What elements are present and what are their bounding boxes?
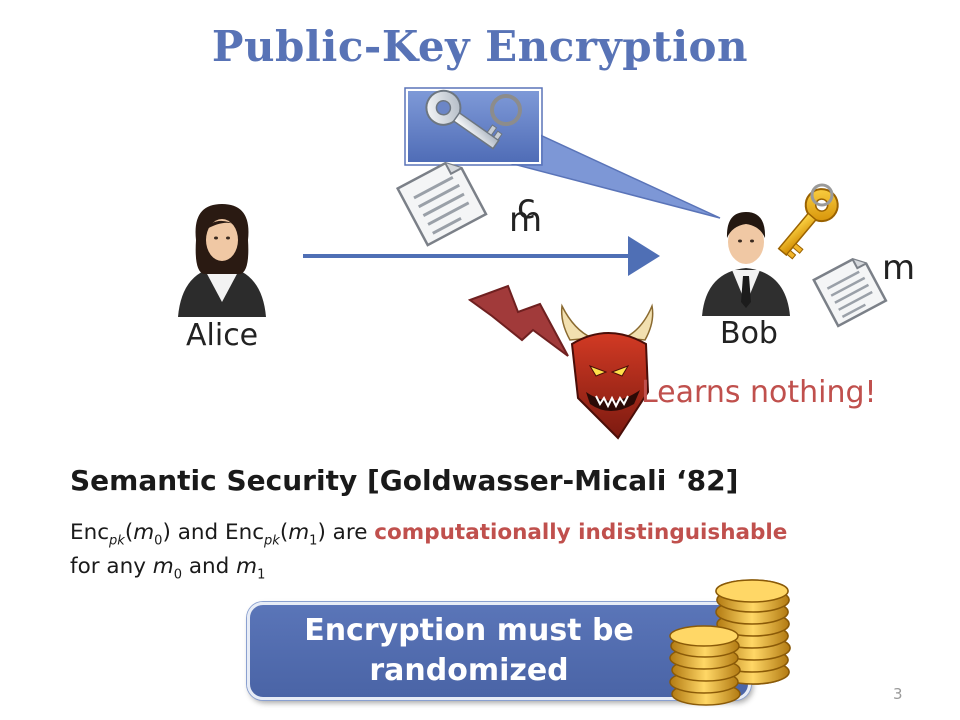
pk-sub: pk [264, 533, 280, 549]
sub-one: 1 [309, 533, 318, 549]
ciphertext-m: m [509, 200, 543, 240]
and-text: and [177, 520, 219, 545]
coin-stack-overlay [669, 579, 791, 706]
for-any-text: for any [70, 553, 146, 579]
m-var: m [133, 520, 155, 545]
bob-avatar-icon [702, 212, 790, 316]
devil-adversary-icon [560, 303, 654, 440]
public-key-icon [425, 89, 503, 150]
m-var: m [288, 520, 310, 545]
public-key-callout [404, 87, 721, 219]
slide-title: Public-Key Encryption [211, 22, 749, 71]
are-text: are [332, 520, 368, 545]
ciphertext-label: c m [509, 187, 543, 240]
decrypted-document-icon [812, 258, 888, 328]
m-var: m [152, 553, 174, 579]
sub-zero: 0 [173, 567, 182, 583]
randomized-callout-text: Encryption must be randomized [304, 612, 634, 689]
alice-label: Alice [186, 318, 259, 353]
sub-one: 1 [257, 567, 266, 583]
lightning-bolt-icon [467, 284, 569, 357]
bob-label: Bob [720, 316, 778, 351]
and-text: and [188, 553, 230, 579]
slide-number: 3 [893, 685, 903, 703]
enc-text: Enc [224, 520, 265, 545]
m-var: m [236, 553, 258, 579]
ciphertext-overlay: c [517, 187, 536, 227]
semantic-security-heading: Semantic Security [Goldwasser-Micali ‘82… [70, 464, 739, 497]
document-icon [395, 161, 488, 247]
alice-avatar-icon [178, 204, 266, 317]
adversary-caption: Learns nothing! [641, 375, 877, 410]
plaintext-label: m [882, 248, 916, 288]
enc-text: Enc [70, 520, 110, 545]
sub-zero: 0 [154, 533, 163, 549]
pk-sub: pk [109, 533, 125, 549]
definition-text: Encpk(m0) and Encpk(m1) are computationa… [70, 520, 788, 583]
highlight-text: computationally indistinguishable [374, 520, 788, 545]
randomized-callout: Encryption must be randomized [247, 602, 751, 700]
